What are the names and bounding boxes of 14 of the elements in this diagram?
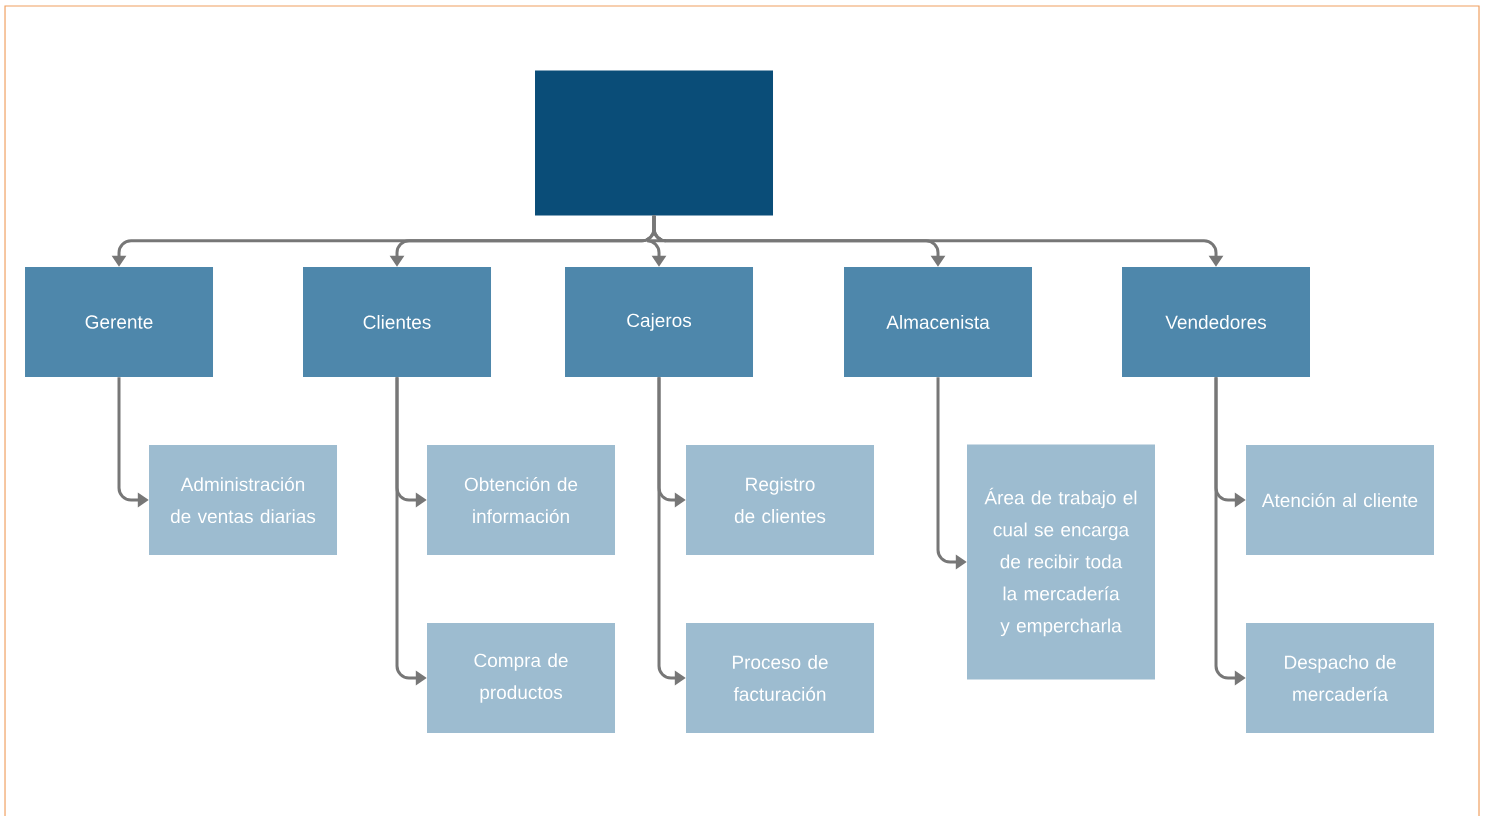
task-box: Despacho de mercadería xyxy=(1246,623,1434,733)
role-box: Vendedores xyxy=(1122,267,1310,377)
role-box: Gerente xyxy=(25,267,213,377)
task-box: Obtención de información xyxy=(427,445,615,555)
task-box: Administración de ventas diarias xyxy=(149,445,337,555)
role-box: Cajeros xyxy=(565,267,753,377)
task-box: Registro de clientes xyxy=(686,445,874,555)
task-box: Atención al cliente xyxy=(1246,445,1434,555)
role-box: Clientes xyxy=(303,267,491,377)
task-box: Área de trabajo el cual se encarga de recibir toda la mercadería y empercharla xyxy=(967,444,1155,680)
role-box: Almacenista xyxy=(844,267,1032,377)
task-box: Proceso de facturación xyxy=(686,623,874,733)
task-box: Compra de productos xyxy=(427,623,615,733)
root-box xyxy=(535,70,773,216)
